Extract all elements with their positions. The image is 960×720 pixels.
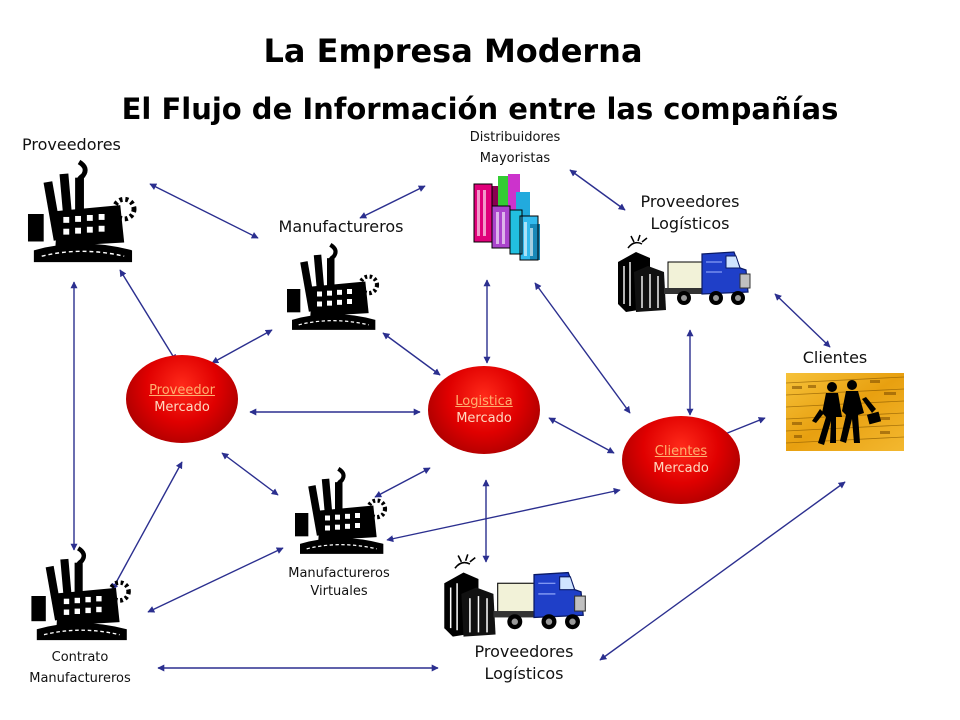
node-proveedor-mercado[interactable]: Proveedor Mercado [126, 355, 238, 443]
label-manufactureros: Manufactureros [278, 217, 404, 236]
arrow-proveedores-provmercado [119, 269, 177, 362]
truck-icon [444, 554, 586, 637]
label-proveedores-logisticos-top: Proveedores Logísticos [640, 192, 740, 233]
label-distribuidores-mayoristas: Distribuidores Mayoristas [469, 130, 561, 166]
arrow-provmercado-virtuales [221, 452, 279, 496]
factory-icon [27, 159, 137, 263]
truck-icon [618, 234, 751, 312]
page-title: La Empresa Moderna [263, 32, 643, 70]
arrow-distribuidores-climercado [534, 282, 631, 414]
business-people-icon [785, 373, 905, 451]
arrow-provlog-clientes [774, 293, 831, 348]
label-proveedores: Proveedores [22, 135, 121, 154]
node-clientes-mercado[interactable]: Clientes Mercado [622, 416, 740, 504]
arrow-logmercado-virtuales [374, 467, 431, 498]
factory-icon [295, 467, 388, 554]
arrow-contrato-virtuales [147, 547, 284, 613]
label-manufactureros-virtuales: Manufactureros Virtuales [288, 566, 390, 599]
label-clientes: Clientes [802, 348, 868, 367]
node-logistica-mercado[interactable]: Logistica Mercado [428, 366, 540, 454]
arrow-provmercado-manufactureros [211, 329, 273, 364]
factory-icon [31, 546, 131, 641]
buildings-icon [473, 174, 540, 261]
factory-icon [287, 243, 380, 330]
arrow-manufactureros-logmercado [382, 332, 441, 376]
arrow-provlogbottom-clientes [599, 481, 846, 661]
arrow-provmercado-contrato [111, 461, 183, 591]
label-contrato-manufactureros: Contrato Manufactureros [29, 650, 131, 686]
label-proveedores-logisticos-bottom: Proveedores Logísticos [474, 642, 574, 683]
arrow-virtuales-climercado [386, 487, 621, 543]
arrow-logmercado-climercado [548, 417, 615, 454]
arrow-manufactureros-distribuidores [359, 185, 426, 219]
arrow-proveedores-manufactureros [149, 183, 259, 239]
arrow-distribuidores-provlog [569, 169, 626, 211]
page-subtitle: El Flujo de Información entre las compañ… [121, 92, 839, 126]
